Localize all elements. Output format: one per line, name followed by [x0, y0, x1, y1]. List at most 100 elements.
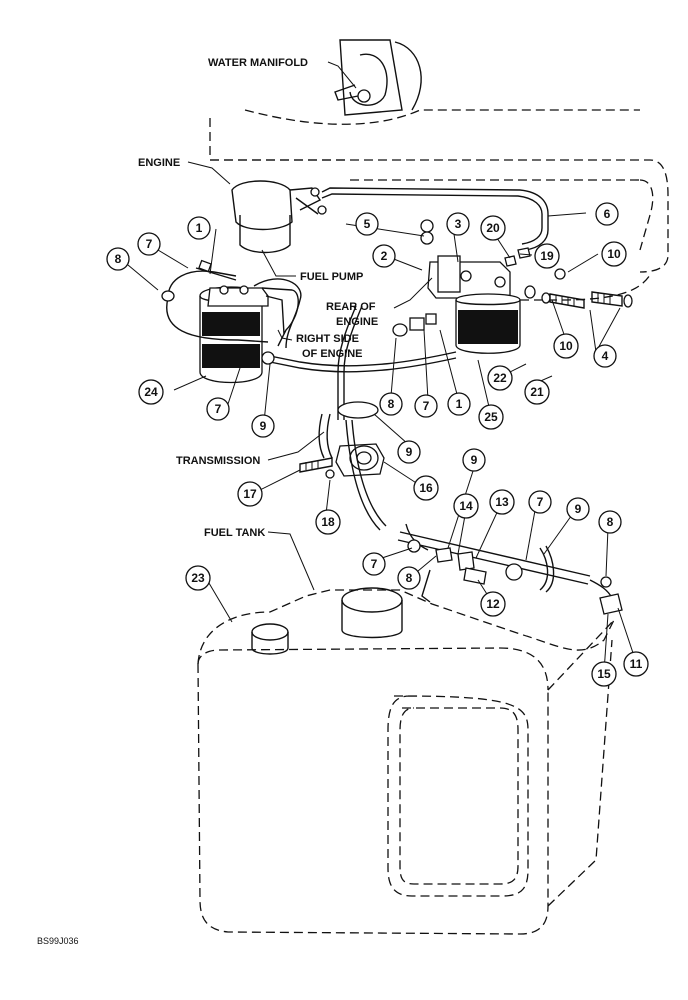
callout-13-text: 13 — [495, 495, 509, 509]
callout-21-text: 21 — [530, 385, 544, 399]
callout-20-text: 20 — [486, 221, 500, 235]
label-water-manifold: WATER MANIFOLD — [208, 57, 308, 69]
label-rear-of-engine-line2: ENGINE — [336, 316, 378, 328]
callout-12: 12 — [480, 591, 506, 617]
callout-18: 18 — [315, 509, 341, 535]
callout-7: 7 — [362, 552, 386, 576]
callout-8-text: 8 — [115, 252, 122, 266]
callout-2: 2 — [372, 244, 396, 268]
callout-1: 1 — [447, 392, 471, 416]
filter-bracket-lines — [161, 259, 302, 349]
callout-8-text: 8 — [388, 397, 395, 411]
callout-19-text: 19 — [540, 249, 554, 263]
engine-outline — [210, 159, 669, 301]
label-right-side-line1: RIGHT SIDE — [296, 333, 359, 345]
fuel-lines-upper — [321, 187, 549, 251]
callout-9-text: 9 — [260, 419, 267, 433]
callout-9-text: 9 — [471, 453, 478, 467]
callout-12-text: 12 — [486, 597, 500, 611]
water-manifold-illustration — [209, 39, 640, 161]
callout-2-text: 2 — [381, 249, 388, 263]
label-right-side-line2: OF ENGINE — [302, 348, 363, 360]
callout-17: 17 — [237, 481, 263, 507]
callout-24: 24 — [138, 379, 164, 405]
callout-7-text: 7 — [537, 495, 544, 509]
callout-19: 19 — [534, 243, 560, 269]
callout-14-text: 14 — [459, 499, 473, 513]
callout-4-text: 4 — [602, 349, 609, 363]
callout-1-text: 1 — [196, 221, 203, 235]
callout-9: 9 — [566, 497, 590, 521]
callout-11: 11 — [623, 651, 649, 677]
callout-17-text: 17 — [243, 487, 257, 501]
callout-6: 6 — [595, 202, 619, 226]
callout-21: 21 — [524, 379, 550, 405]
label-engine: ENGINE — [138, 157, 180, 169]
transmission-illustration — [299, 401, 387, 531]
callout-7: 7 — [206, 397, 230, 421]
callout-8-text: 8 — [607, 515, 614, 529]
callout-7: 7 — [137, 232, 161, 256]
callout-7-text: 7 — [215, 402, 222, 416]
callout-22-text: 22 — [493, 371, 507, 385]
fuel-tank-illustration — [197, 587, 615, 935]
callout-10-text: 10 — [607, 247, 621, 261]
small-fittings-top — [420, 219, 531, 267]
callout-7: 7 — [528, 490, 552, 514]
callout-9-text: 9 — [406, 445, 413, 459]
callout-6-text: 6 — [604, 207, 611, 221]
fuel-lines-lower — [397, 523, 623, 615]
callout-8: 8 — [397, 566, 421, 590]
label-transmission: TRANSMISSION — [176, 455, 260, 467]
callout-15: 15 — [591, 661, 617, 687]
fuel-filter-left-illustration — [199, 285, 299, 384]
callout-20: 20 — [480, 215, 506, 241]
callout-15-text: 15 — [597, 667, 611, 681]
mounting-bolts — [524, 268, 633, 309]
callout-24-text: 24 — [144, 385, 158, 399]
callout-9: 9 — [462, 448, 486, 472]
callout-16: 16 — [413, 475, 439, 501]
callout-18-text: 18 — [321, 515, 335, 529]
callout-3: 3 — [446, 212, 470, 236]
callout-7-text: 7 — [423, 399, 430, 413]
callout-13: 13 — [489, 489, 515, 515]
callout-3-text: 3 — [455, 217, 462, 231]
callout-25-text: 25 — [484, 410, 498, 424]
callout-16-text: 16 — [419, 481, 433, 495]
label-rear-of-engine-line1: REAR OF — [326, 301, 376, 313]
callout-8: 8 — [379, 392, 403, 416]
fuel-lines-middle — [261, 305, 457, 420]
callout-7: 7 — [414, 394, 438, 418]
callout-1: 1 — [187, 216, 211, 240]
callout-9-text: 9 — [575, 502, 582, 516]
callout-14: 14 — [453, 493, 479, 519]
callouts: 1 7 8 24 7 9 5 3 20 6 2 19 10 10 4 22 21… — [106, 202, 649, 687]
callout-8: 8 — [106, 247, 130, 271]
callout-4: 4 — [593, 344, 617, 368]
label-fuel-tank: FUEL TANK — [204, 527, 265, 539]
callout-9: 9 — [397, 440, 421, 464]
callout-10: 10 — [601, 241, 627, 267]
callout-5-text: 5 — [364, 217, 371, 231]
callout-5: 5 — [355, 212, 379, 236]
callout-23: 23 — [185, 565, 211, 591]
figure-id: BS99J036 — [37, 936, 79, 946]
callout-1-text: 1 — [456, 397, 463, 411]
callout-8-text: 8 — [406, 571, 413, 585]
callout-7-text: 7 — [146, 237, 153, 251]
callout-9: 9 — [251, 414, 275, 438]
callout-10: 10 — [553, 333, 579, 359]
callout-25: 25 — [478, 404, 504, 430]
callout-7-text: 7 — [371, 557, 378, 571]
label-fuel-pump: FUEL PUMP — [300, 271, 363, 283]
callout-10-text: 10 — [559, 339, 573, 353]
text-labels: WATER MANIFOLD ENGINE FUEL PUMP REAR OF … — [37, 57, 378, 946]
callout-8: 8 — [598, 510, 622, 534]
callout-11-text: 11 — [630, 657, 643, 671]
fuel-pump-illustration — [231, 180, 327, 254]
callout-23-text: 23 — [191, 571, 205, 585]
fuel-filter-right-illustration — [427, 255, 521, 354]
